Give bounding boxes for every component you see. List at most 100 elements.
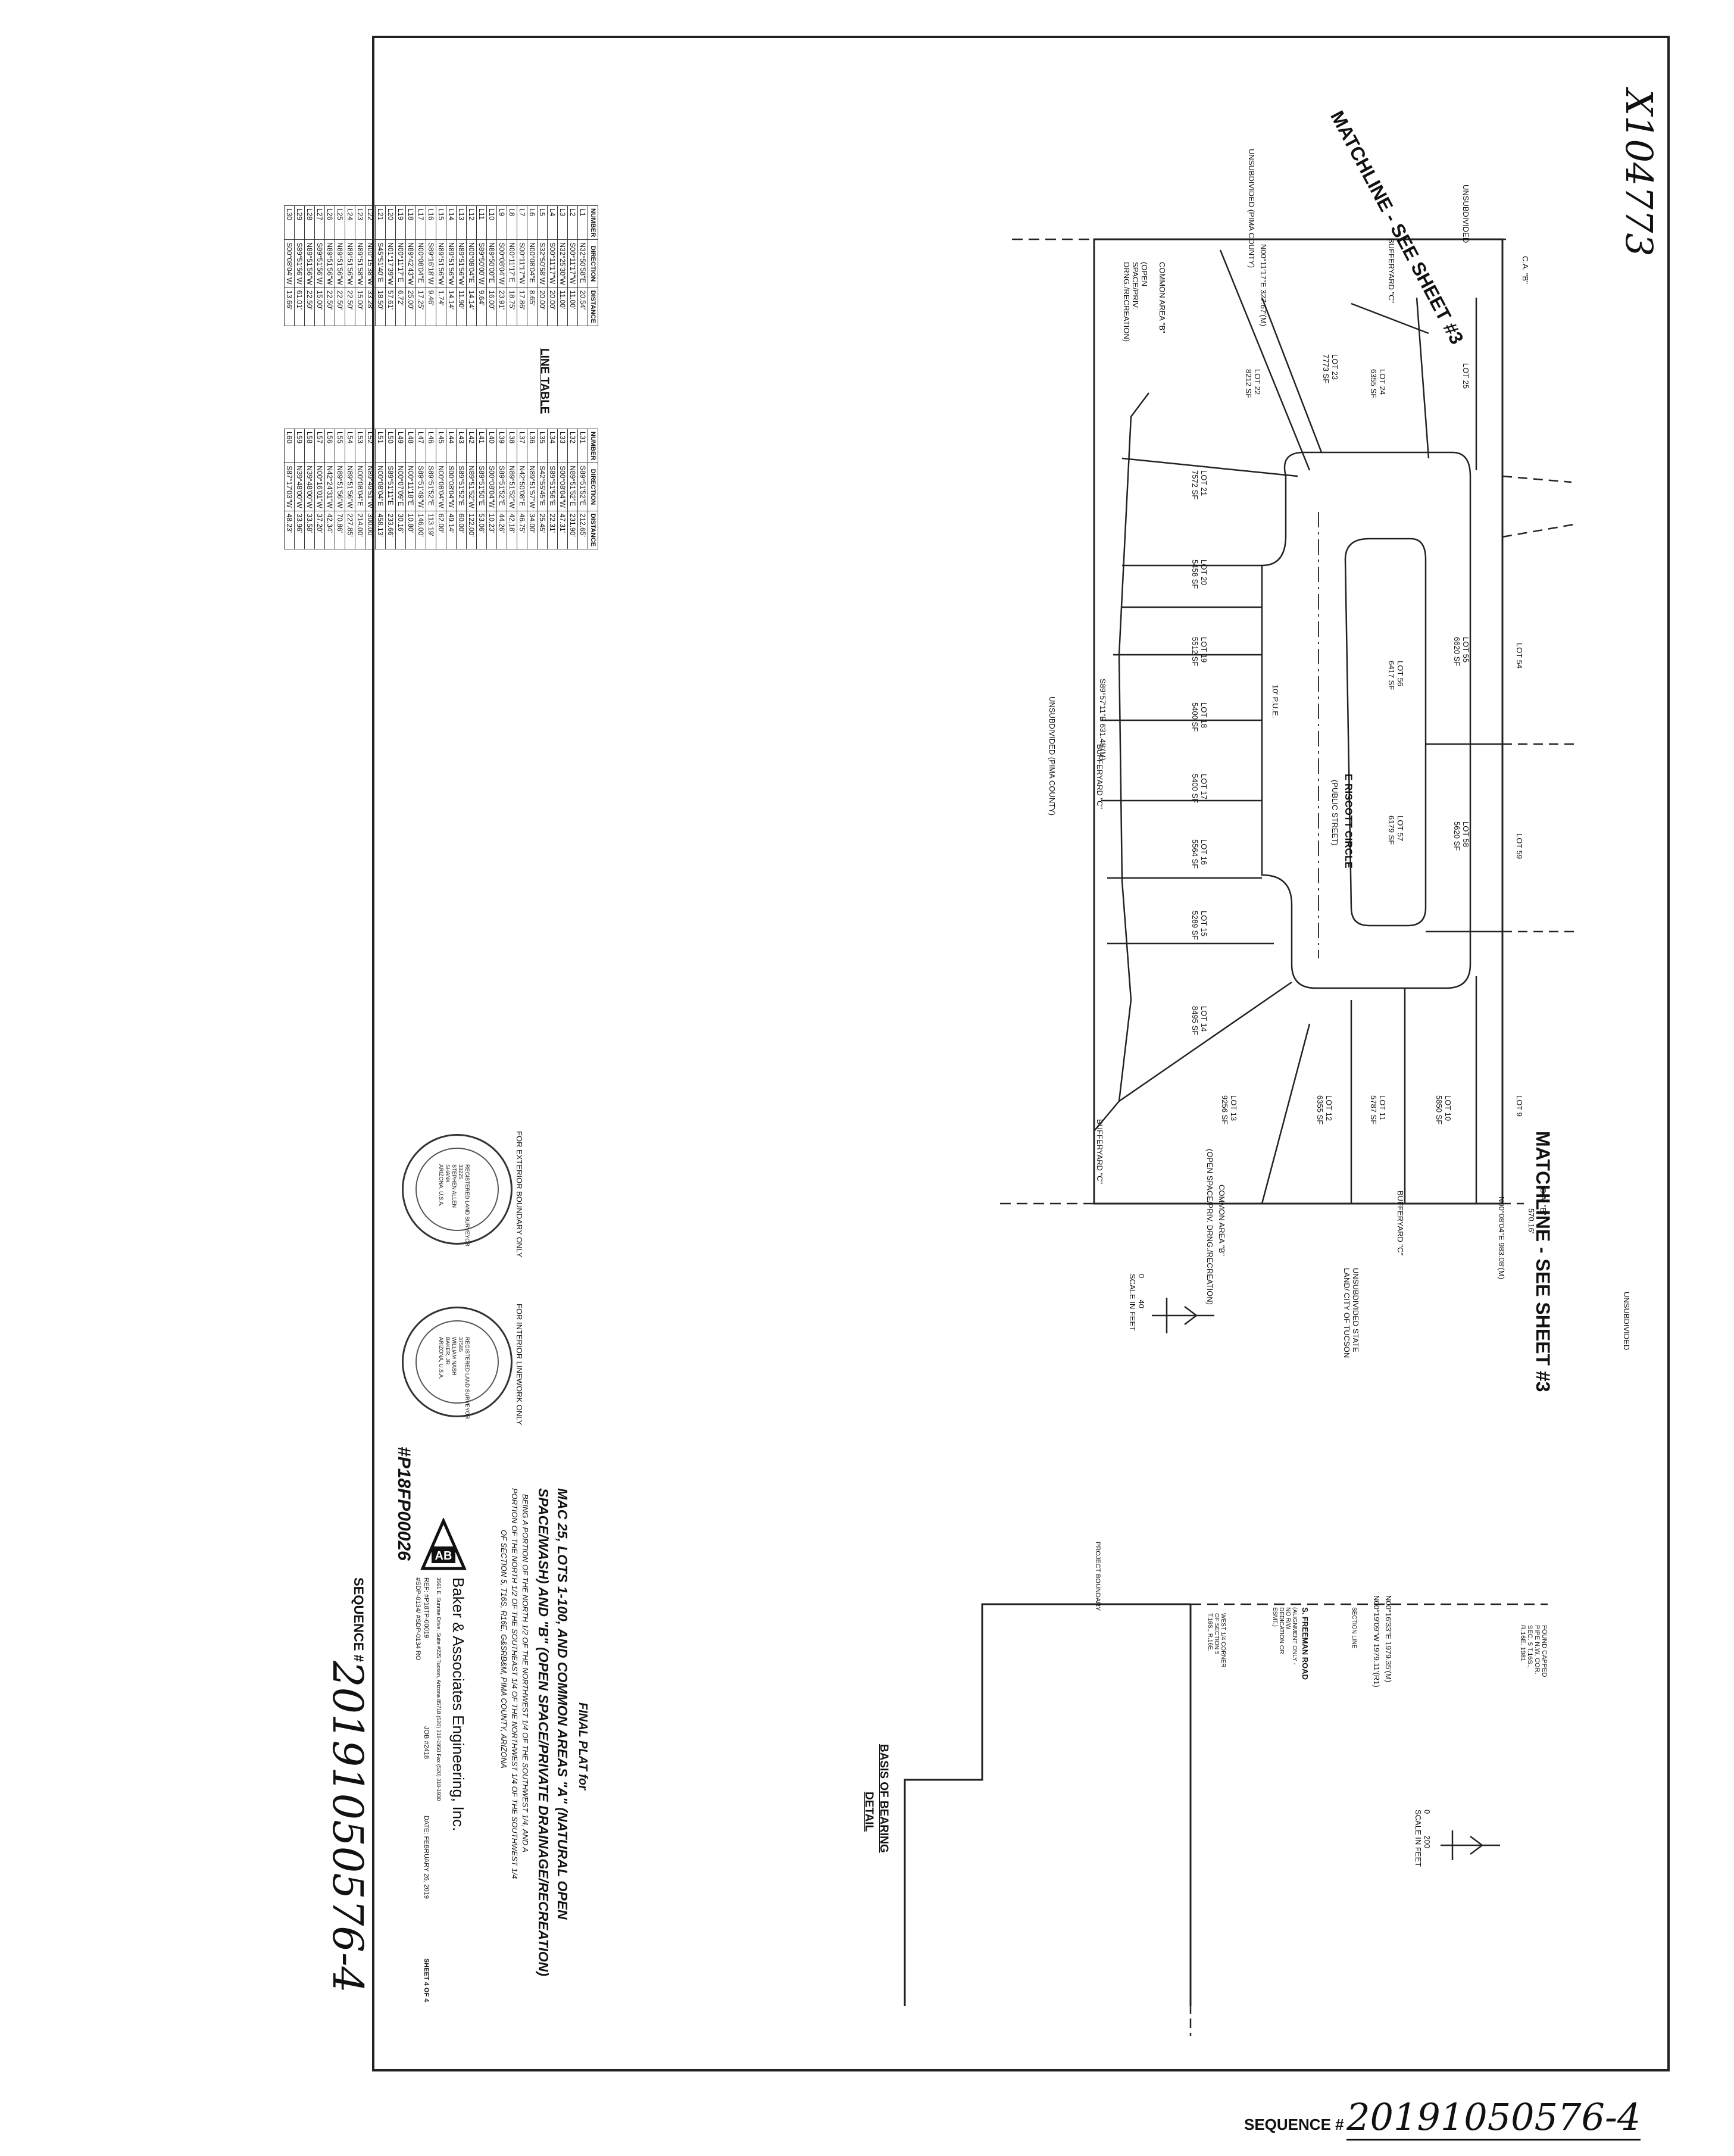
line-table-cell: S00°08'04"W: [284, 239, 295, 288]
line-table-cell: 20.00': [537, 288, 548, 326]
line-table-cell: 14.14': [466, 288, 477, 326]
line-table-title: LINE TABLE: [538, 348, 551, 414]
plat-date: DATE: FEBRUARY 26, 2019: [423, 1816, 430, 1899]
company-logo: AB: [420, 1518, 467, 1570]
line-table-cell: 146.00': [415, 511, 426, 549]
job-number: JOB #2418: [423, 1726, 430, 1760]
line-table-header: DISTANCE: [588, 288, 598, 326]
line-table-cell: 33.58': [304, 511, 315, 549]
line-table-cell: L6: [527, 205, 538, 240]
line-table-cell: L14: [446, 205, 457, 240]
line-table-cell: S00°11'17"W: [567, 239, 578, 288]
line-table-cell: L46: [426, 429, 436, 463]
basis-corner-bottom: WEST 1/4 CORNER OF SECTION 5 T.16S., R.1…: [1207, 1613, 1226, 1668]
line-table-cell: L43: [456, 429, 467, 463]
line-table-cell: N89°51'56"W: [345, 239, 355, 288]
line-table-cell: L57: [314, 429, 325, 463]
line-table-cell: S89°51'56"W: [314, 239, 325, 288]
line-table-cell: N89°51'56"W: [304, 239, 315, 288]
matchline-bottom-label: MATCHLINE - SEE SHEET #3: [1532, 1131, 1554, 1392]
line-table-cell: S89°51'52"E: [456, 463, 467, 511]
street-ring-inner: [1344, 538, 1427, 927]
line-table-cell: L20: [385, 205, 396, 240]
line-table-cell: N89°51'56"W: [335, 463, 345, 511]
line-table-cell: S89°51'52"E: [496, 463, 507, 511]
company-name: Baker & Associates Engineering, Inc.: [449, 1577, 467, 1832]
line-table-cell: L23: [355, 205, 365, 240]
line-table-cell: 25.00': [405, 288, 416, 326]
line-table-cell: 11.00': [567, 288, 578, 326]
line-table-cell: L17: [415, 205, 426, 240]
line-table-cell: N89°51'56"W: [456, 239, 467, 288]
line-table-cell: N00°08'04"W: [436, 463, 446, 511]
line-table-cell: L41: [476, 429, 487, 463]
line-table-cell: N00°16'01"W: [314, 463, 325, 511]
line-table-cell: 70.86': [335, 511, 345, 549]
line-table-cell: L32: [567, 429, 578, 463]
line-table-cell: 10.23': [486, 511, 497, 549]
line-table-cell: 57.61': [385, 288, 396, 326]
line-table-cell: S32°50'58"W: [537, 239, 548, 288]
line-table-cell: 20.00': [547, 288, 558, 326]
line-table-cell: 18.50': [375, 288, 386, 326]
line-table-cell: N00°11'18"E: [405, 463, 416, 511]
line-table-cell: L47: [415, 429, 426, 463]
stamp-right-note: FOR INTERIOR LINEWORK ONLY: [515, 1304, 524, 1426]
unsubdivided-pima-2: UNSUBDIVIDED (PIMA COUNTY): [1048, 696, 1057, 816]
line-table-cell: 458.13': [375, 511, 386, 549]
common-area-b-top: COMMON AREA "B": [1158, 262, 1167, 333]
bufferyard-label-bottom: BUFFERYARD "C": [1396, 1191, 1405, 1256]
line-table-cell: 47.31': [557, 511, 568, 549]
line-table-cell: L11: [476, 205, 487, 240]
line-table-cell: 15.00': [314, 288, 325, 326]
line-table-cell: N89°49'51"W: [365, 463, 376, 511]
line-table-cell: N00°07'09"E: [395, 463, 406, 511]
line-table-cell: 214.00': [355, 511, 365, 549]
line-table-cell: 33.96': [294, 511, 305, 549]
permit-number: #P18FP00026: [394, 1446, 414, 1561]
basis-road: S. FREEMAN ROAD: [1301, 1607, 1310, 1680]
line-table-cell: L45: [436, 429, 446, 463]
line-table-cell: L60: [284, 429, 295, 463]
line-table-cell: 22.50': [345, 288, 355, 326]
line-table-cell: L28: [304, 205, 315, 240]
lot-9: LOT 9: [1515, 1095, 1524, 1117]
line-table-cell: L24: [345, 205, 355, 240]
line-table-cell: N89°51'56"W: [324, 239, 335, 288]
line-table-cell: N00°08'04"E: [415, 239, 426, 288]
line-table-cell: L5: [537, 205, 548, 240]
ca-b-bottom: C.A. "B": [1539, 1188, 1548, 1216]
plat-sheet-border: [372, 36, 1670, 2071]
unsubdivided-state: UNSUBDIVIDED STATE LAND/ CITY OF TUCSON: [1342, 1268, 1360, 1358]
line-table-cell: L2: [567, 205, 578, 240]
line-table-cell: 61.01': [294, 288, 305, 326]
ref-number-2: #SDP-0134/ #SDP-0134 RO: [414, 1577, 421, 1661]
stamp-left-note: FOR EXTERIOR BOUNDARY ONLY: [515, 1131, 524, 1258]
line-table-cell: L39: [496, 429, 507, 463]
line-table-cell: L10: [486, 205, 497, 240]
